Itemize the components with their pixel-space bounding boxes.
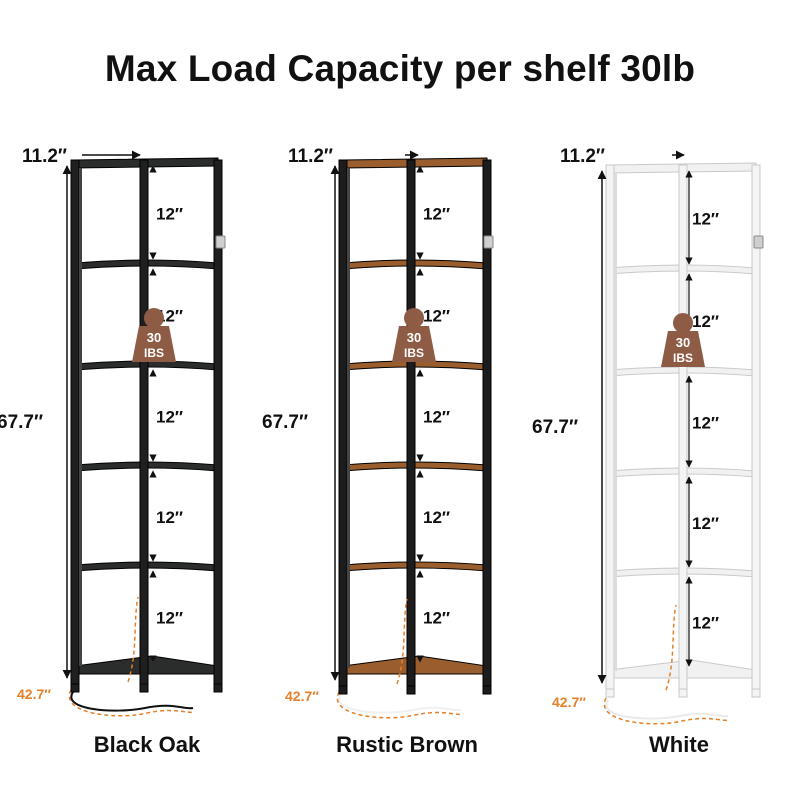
gap-label: 12″ [156,508,183,527]
gap-label: 12″ [692,210,719,229]
width-label: 11.2″ [560,146,605,167]
gap-label: 12″ [423,508,450,527]
cable-rise [127,596,139,683]
height-label: 67.7″ [262,412,308,433]
center-post [139,159,149,689]
side-rail [347,168,350,668]
gap-label: 12″ [692,312,719,331]
caption-white: White [649,732,709,757]
cable-dimension [336,691,464,719]
gap-label: 12″ [423,609,450,628]
wall-anchor-icon [215,235,226,249]
weight-unit: IBS [144,346,164,360]
caption-rustic-brown: Rustic Brown [336,732,478,757]
cable-label: 42.7″ [285,688,319,704]
caption-black-oak: Black Oak [93,732,201,757]
wall-anchor-icon [483,235,494,249]
power-cable [70,691,194,712]
width-label: 11.2″ [288,146,333,167]
foot [213,683,223,693]
weight-unit: IBS [404,346,424,360]
foot [751,688,761,698]
power-cable [338,693,462,714]
power-cable [605,699,729,720]
center-post [406,159,416,691]
gap-label: 12″ [423,307,450,326]
left-post [605,164,615,694]
gap-label: 12″ [692,614,719,633]
cable-rise [396,598,408,685]
foot [338,685,348,695]
gap-label: 12″ [156,408,183,427]
cable-dimension [603,697,731,725]
side-rail [79,168,82,666]
foot [406,685,416,695]
foot [605,688,615,698]
width-label: 11.2″ [22,146,67,167]
wall-anchor-icon [753,235,764,249]
gap-label: 12″ [156,205,183,224]
side-rail [614,173,617,671]
left-post [338,159,348,691]
page-title: Max Load Capacity per shelf 30lb [104,48,696,89]
height-label: 67.7″ [0,412,43,433]
foot [482,685,492,695]
weight-number: 30 [676,335,690,350]
center-post [678,164,688,694]
gap-label: 12″ [423,408,450,427]
cable-label: 42.7″ [552,694,586,710]
gap-label: 12″ [692,414,719,433]
foot [70,683,80,693]
gap-label: 12″ [156,609,183,628]
foot [139,683,149,693]
foot [678,688,688,698]
weight-number: 30 [147,330,161,345]
left-post [70,159,80,689]
weight-number: 30 [407,330,421,345]
gap-label: 12″ [423,205,450,224]
weight-unit: IBS [673,351,693,365]
height-label: 67.7″ [532,417,578,438]
cable-rise [665,604,677,691]
cable-dimension [68,689,196,717]
gap-label: 12″ [692,514,719,533]
cable-label: 42.7″ [17,686,51,702]
